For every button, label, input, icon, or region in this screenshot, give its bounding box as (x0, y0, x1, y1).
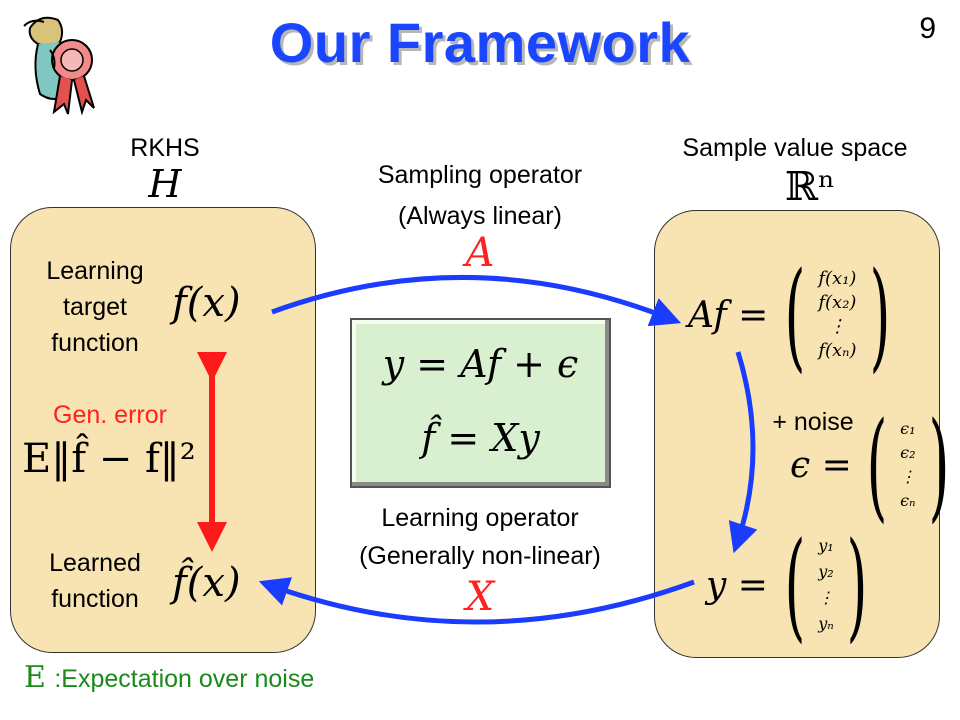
footnote: E :Expectation over noise (24, 660, 314, 695)
y-expr: y = (706, 564, 768, 606)
sampling-operator-label: Sampling operator (377, 161, 583, 189)
af-right-paren: ) (869, 246, 890, 384)
sampling-operator-linear: (Always linear) (398, 202, 562, 230)
observation-equation: y = Af + ϵ (382, 342, 579, 386)
learning-arrow (258, 577, 695, 625)
af-left-paren: ( (784, 246, 806, 384)
expectation-symbol: E (24, 660, 46, 695)
noise-label: + noise (772, 408, 854, 436)
learning-operator-nonlinear: (Generally non-linear) (359, 542, 601, 570)
eps-right-paren: ) (928, 396, 950, 534)
sampling-arrow (271, 274, 682, 327)
noise-arrow (728, 351, 758, 554)
eps-vector: ϵ₁ ϵ₂ ⋮ ϵₙ (899, 419, 916, 510)
target-function-label: Learning target function (46, 257, 144, 357)
mascot-icon (10, 8, 110, 118)
y-left-paren: ( (784, 516, 806, 654)
gen-error-expr: E‖f̂ − f‖² (22, 436, 196, 482)
y-vector: y₁ y₂ ⋮ yₙ (818, 536, 834, 633)
learning-operator-label: Learning operator (381, 504, 579, 532)
eps-expr: ϵ = (790, 444, 852, 486)
target-function-expr: f(x) (172, 280, 241, 326)
eps-vector-block: ϵ = ( ϵ₁ ϵ₂ ⋮ ϵₙ ) (790, 400, 960, 530)
rkhs-symbol: H (148, 162, 182, 206)
estimator-equation: f̂ = Xy (421, 416, 540, 460)
af-vector: f(x₁) f(x₂) ⋮ f(xₙ) (818, 268, 857, 361)
af-vector-block: Af = ( f(x₁) f(x₂) ⋮ f(xₙ) ) (688, 250, 903, 380)
af-expr: Af = (688, 294, 769, 336)
learned-function-label: Learned function (49, 549, 141, 613)
y-vector-block: y = ( y₁ y₂ ⋮ yₙ ) (706, 520, 880, 650)
learned-function-expr: f̂(x) (172, 560, 241, 606)
y-right-paren: ) (846, 516, 868, 654)
expectation-text: :Expectation over noise (54, 665, 315, 693)
equation-box: y = Af + ϵ f̂ = Xy (350, 318, 611, 488)
eps-left-paren: ( (866, 396, 888, 534)
gen-error-label: Gen. error (53, 401, 167, 429)
sample-space-symbol: ℝⁿ (784, 164, 836, 210)
page-number: 9 (919, 12, 936, 45)
slide-title: Our Framework (269, 11, 691, 74)
sampling-operator-symbol: A (465, 230, 495, 276)
rkhs-label: RKHS (130, 134, 200, 162)
learning-operator-symbol: X (465, 574, 495, 620)
sample-space-label: Sample value space (682, 134, 908, 162)
sample-space-panel (654, 210, 940, 658)
